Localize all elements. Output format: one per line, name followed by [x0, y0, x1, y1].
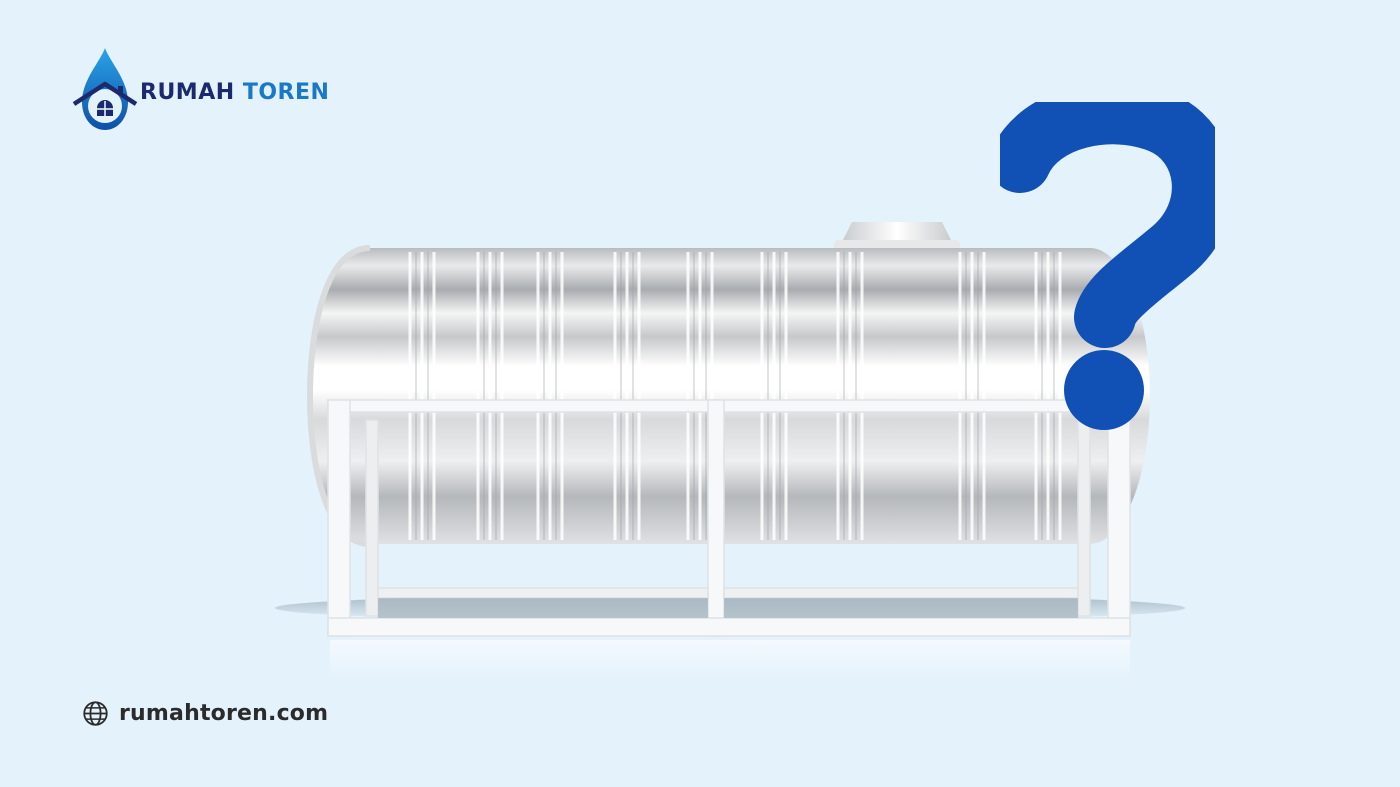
water-tank-illustration [270, 200, 1190, 680]
brand-name-part2: TOREN [242, 79, 330, 105]
water-drop-house-icon [72, 46, 138, 132]
globe-icon [83, 701, 108, 726]
brand-name-part1: RUMAH [140, 79, 235, 105]
website-url: rumahtoren.com [119, 701, 329, 726]
brand-name: RUMAH TOREN [140, 80, 329, 105]
website-link[interactable]: rumahtoren.com [82, 700, 328, 727]
question-mark-icon [989, 82, 1234, 432]
brand-logo[interactable]: RUMAH TOREN [72, 46, 329, 132]
